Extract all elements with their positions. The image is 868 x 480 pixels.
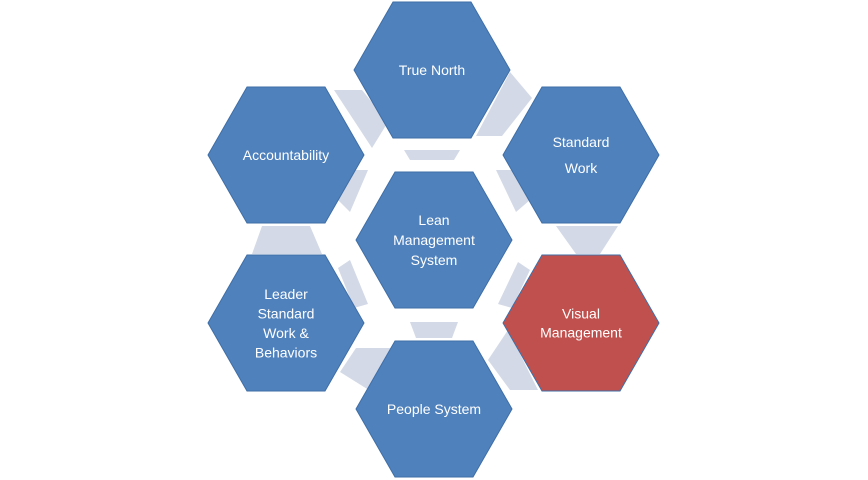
hexagon-label-visual-management: Visual bbox=[562, 306, 600, 322]
hexagons: True NorthStandardWorkAccountabilityLean… bbox=[207, 1, 660, 478]
connector-3 bbox=[404, 150, 460, 160]
hexagon-shape-accountability bbox=[207, 86, 365, 224]
hexagon-shape-visual-management bbox=[502, 254, 660, 392]
hexagon-true-north: True North bbox=[353, 1, 511, 139]
connector-1 bbox=[334, 90, 388, 148]
connector-2 bbox=[476, 72, 532, 136]
hexagon-label-standard-work: Work bbox=[565, 160, 598, 176]
hexagon-label-leader-standard-work: Work & bbox=[263, 325, 309, 341]
connector-9 bbox=[498, 262, 530, 308]
connector-7 bbox=[252, 226, 322, 254]
hexagon-label-standard-work: Standard bbox=[553, 134, 610, 150]
connector-4 bbox=[338, 170, 368, 212]
hexagon-label-leader-standard-work: Leader bbox=[264, 286, 308, 302]
connector-8 bbox=[338, 260, 368, 308]
connectors bbox=[252, 72, 618, 392]
hexagon-people-system: People System bbox=[355, 340, 513, 478]
connector-11 bbox=[340, 348, 392, 392]
hexagon-shape-leader-standard-work bbox=[207, 254, 365, 392]
hexagon-shape-people-system bbox=[355, 340, 513, 478]
hexagon-label-people-system: People System bbox=[387, 401, 481, 417]
hexagon-label-lean-management-system: Lean bbox=[418, 212, 449, 228]
hexagon-shape-standard-work bbox=[502, 86, 660, 224]
hexagon-label-lean-management-system: System bbox=[411, 252, 458, 268]
connector-12 bbox=[488, 330, 538, 390]
connector-10 bbox=[410, 322, 458, 338]
hexagon-label-leader-standard-work: Behaviors bbox=[255, 344, 317, 360]
hexagon-label-lean-management-system: Management bbox=[393, 232, 475, 248]
hexagon-shape-true-north bbox=[353, 1, 511, 139]
hexagon-label-accountability: Accountability bbox=[243, 147, 329, 163]
hexagon-shape-lean-management-system bbox=[355, 171, 513, 309]
hexagon-accountability: Accountability bbox=[207, 86, 365, 224]
connector-6 bbox=[556, 226, 618, 254]
hexagon-label-true-north: True North bbox=[399, 62, 465, 78]
connector-5 bbox=[496, 170, 530, 212]
hexagon-label-leader-standard-work: Standard bbox=[258, 305, 315, 321]
hexagon-label-visual-management: Management bbox=[540, 325, 622, 341]
